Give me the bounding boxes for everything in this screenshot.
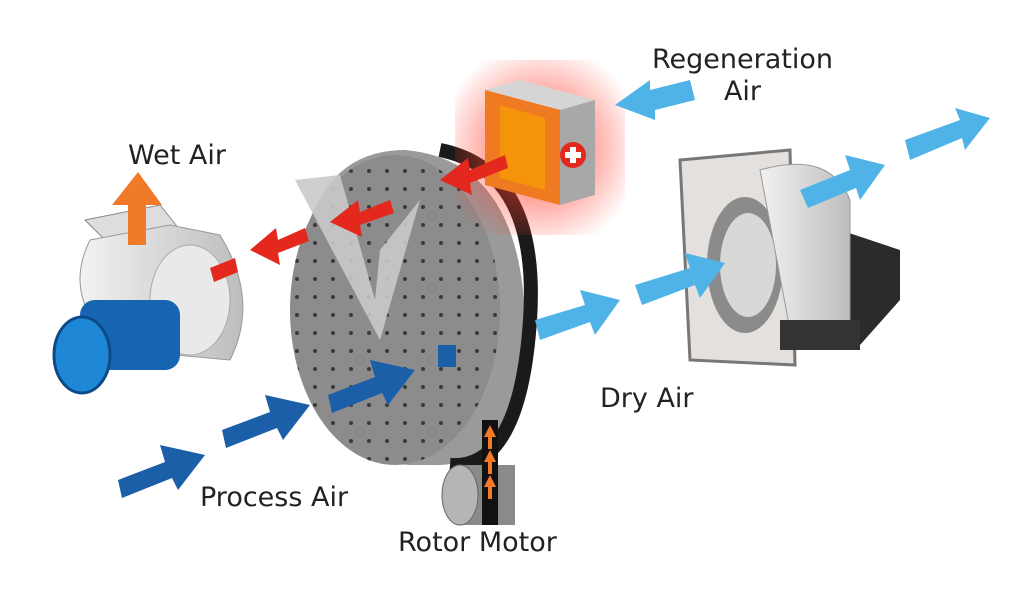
arrow-icon — [210, 258, 238, 282]
heater-cross-icon — [560, 142, 586, 168]
arrow-icon — [905, 108, 990, 160]
heater — [455, 60, 625, 235]
arrow-icon — [250, 228, 309, 265]
arrow-icon — [330, 200, 394, 237]
arrow-icon — [118, 445, 205, 498]
regeneration-air-arrows — [615, 80, 990, 208]
blower-motor — [52, 300, 180, 395]
arrow-icon — [328, 360, 415, 413]
arrow-icon — [615, 80, 695, 120]
dry-air-label: Dry Air — [600, 383, 694, 414]
rotor-motor-label: Rotor Motor — [398, 527, 557, 558]
regeneration-air-label-line1: Regeneration — [652, 44, 833, 75]
regeneration-blower — [52, 204, 244, 395]
process-air-label: Process Air — [200, 482, 349, 513]
hot-air-arrows — [210, 155, 508, 282]
regeneration-air-label: Regeneration Air — [652, 44, 833, 109]
process-air-arrows — [118, 360, 415, 498]
arrow-icon — [635, 253, 725, 305]
rotor-motor — [441, 420, 515, 526]
wet-air-label: Wet Air — [128, 140, 226, 171]
arrow-icon — [222, 395, 310, 448]
process-fan — [678, 148, 900, 367]
belt-direction-arrows — [484, 425, 496, 499]
wet-air-arrow-icon — [112, 172, 162, 245]
regeneration-air-label-line2: Air — [723, 76, 762, 108]
arrow-icon — [535, 290, 620, 340]
arrow-icon — [800, 155, 885, 208]
dry-air-arrows — [535, 253, 725, 340]
arrow-icon — [440, 155, 508, 195]
